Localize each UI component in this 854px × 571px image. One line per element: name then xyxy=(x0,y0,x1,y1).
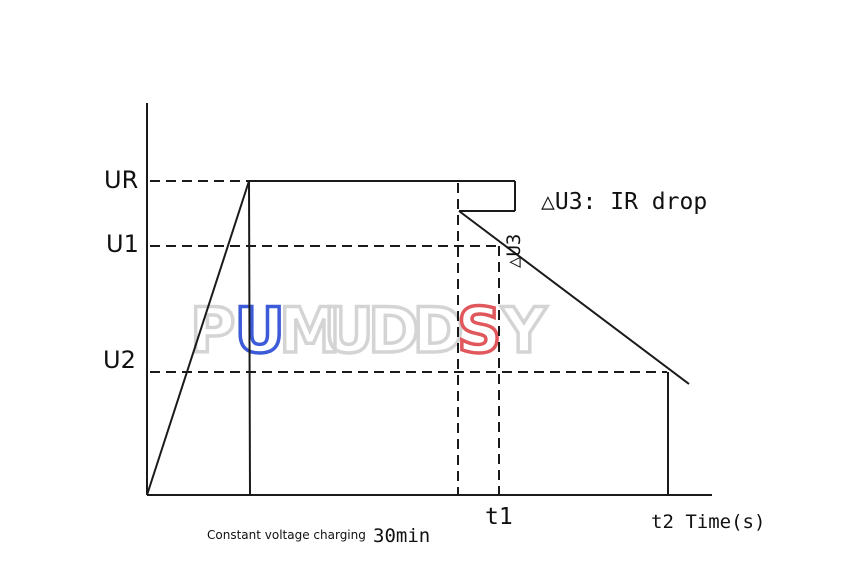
watermark-letter: U xyxy=(235,294,285,367)
charging-ramp-line xyxy=(146,180,250,496)
watermark-letter: S xyxy=(457,294,502,367)
discharge-slope-line xyxy=(458,210,690,385)
t1-label: t1 xyxy=(485,504,513,530)
u1-label: U1 xyxy=(106,230,139,258)
t2-time-label: t2 Time(s) xyxy=(651,511,765,533)
delta-u3-rotated-label: △U3 xyxy=(503,234,525,268)
watermark-letter: P xyxy=(190,294,235,367)
charging-duration: 30min xyxy=(373,525,430,547)
watermark-letter: U xyxy=(324,294,374,367)
ramp-end-vertical xyxy=(248,180,251,496)
watermark-letter: Y xyxy=(501,294,548,367)
watermark-letter: D xyxy=(413,294,464,367)
delta-u3-annotation: △U3: IR drop xyxy=(541,189,707,215)
ur-label: UR xyxy=(104,166,138,194)
u2-label: U2 xyxy=(103,346,136,374)
charging-text: Constant voltage charging xyxy=(207,528,366,542)
watermark-letter: M xyxy=(279,294,341,367)
watermark-letter: D xyxy=(368,294,419,367)
